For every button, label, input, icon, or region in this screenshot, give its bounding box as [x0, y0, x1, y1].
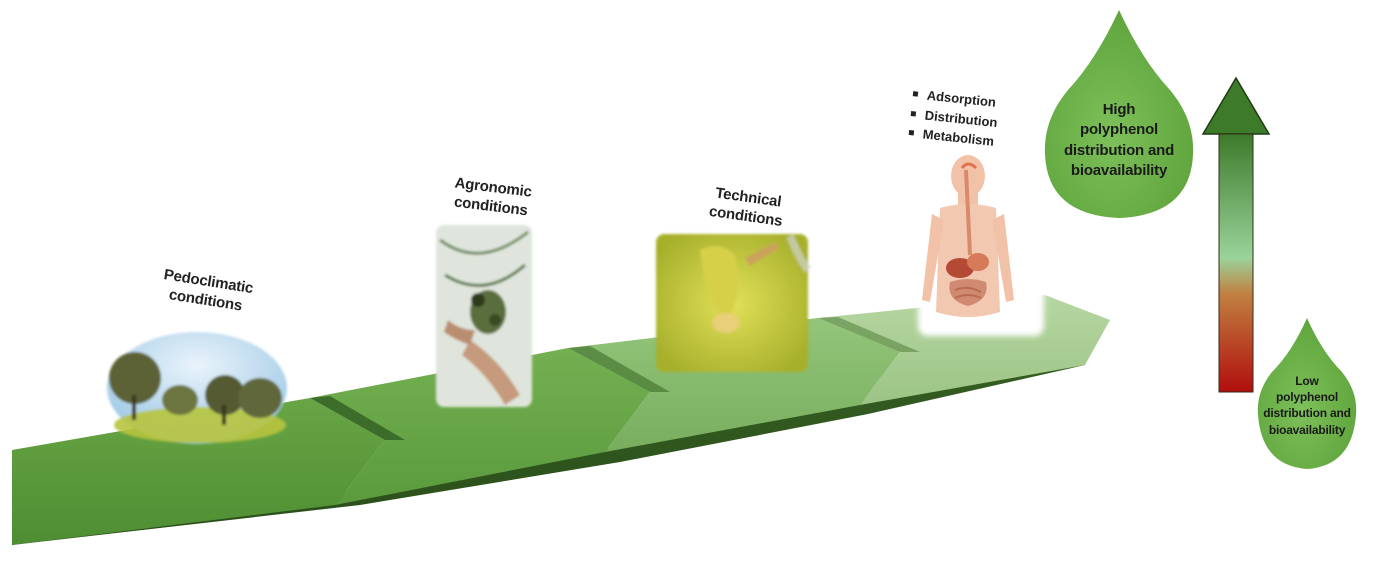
olive-oil-photo — [656, 234, 808, 372]
label-line: polyphenol — [1049, 120, 1189, 140]
absorption-bullet-list: Adsorption Distribution Metabolism — [906, 84, 1001, 151]
high-drop-label: High polyphenol distribution and bioavai… — [1049, 100, 1189, 181]
low-drop-label: Low polyphenol distribution and bioavail… — [1255, 373, 1359, 438]
label-line: High — [1049, 100, 1189, 120]
label-line: polyphenol — [1255, 389, 1359, 405]
label-line: Low — [1255, 373, 1359, 389]
human-digestive-system-illustration — [918, 150, 1044, 336]
olive-grove-photo — [107, 332, 287, 444]
label-line: distribution and — [1049, 141, 1189, 161]
label-line: bioavailability — [1049, 161, 1189, 181]
label-line: distribution and — [1255, 405, 1359, 421]
gradient-arrow-head — [1203, 78, 1269, 134]
gradient-arrow — [1203, 78, 1269, 392]
olive-harvest-photo — [436, 225, 532, 407]
label-line: bioavailability — [1255, 422, 1359, 438]
gradient-arrow-shaft — [1219, 134, 1253, 392]
